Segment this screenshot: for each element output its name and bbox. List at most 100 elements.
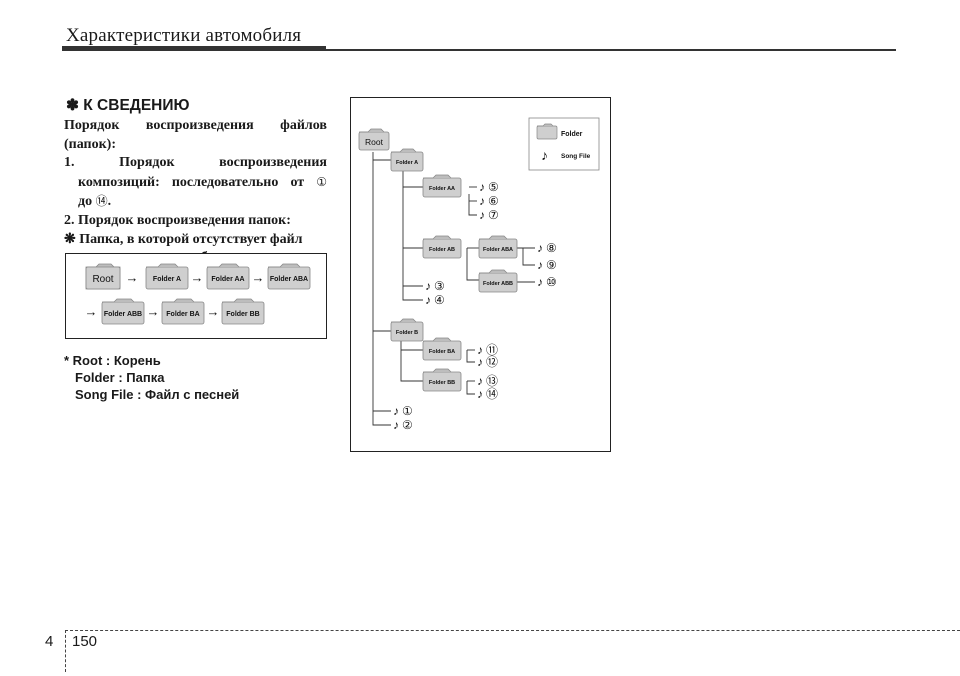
order-folder-aba: Folder ABA <box>267 263 311 290</box>
song-number-6: ⑥ <box>488 194 499 208</box>
song-number-7: ⑦ <box>488 208 499 222</box>
tree-folder-abb: Folder ABB <box>478 269 518 293</box>
tree-label-root: Root <box>365 137 384 147</box>
order-folder-bb: Folder BB <box>221 298 265 325</box>
item1-line-1: 1. Порядок воспроизведения <box>64 155 327 171</box>
tree-folder-aa: Folder AA <box>422 174 462 198</box>
folder-order-svg: Root → Folder A → Folder AA → Folder ABA… <box>85 263 311 325</box>
song-number-5: ⑤ <box>488 180 499 194</box>
intro-line-1: Порядок воспроизведения файлов <box>64 118 327 133</box>
song-number-11: ⑪ <box>486 343 498 357</box>
song-number-2: ② <box>402 418 413 432</box>
tree-folder-root: Root <box>358 128 390 151</box>
song-number-10: ⑩ <box>546 275 557 289</box>
song-note-12: ♪ <box>477 355 483 369</box>
legend-notes: * Root : Корень Folder : Папка Song File… <box>64 352 239 403</box>
song-note-9: ♪ <box>537 258 543 272</box>
song-note-4: ♪ <box>425 293 431 307</box>
folder-icon <box>536 123 558 140</box>
note-body: Порядок воспроизведения файлов (папок): … <box>64 117 327 268</box>
order-folder-ba: Folder BA <box>161 298 205 325</box>
page-header-title: Характеристики автомобиля <box>66 25 302 46</box>
tree-label-folder-bb: Folder BB <box>429 380 455 386</box>
tree-legend-folder: Folder <box>561 131 583 138</box>
legend-root-note: * Root : Корень <box>64 353 161 368</box>
folder-tree-svg: Folder ♪ Song File <box>358 117 600 432</box>
order-arrow-5: → <box>147 304 160 319</box>
song-number-14: ⑭ <box>486 387 498 401</box>
tree-folder-ba: Folder BA <box>422 337 462 361</box>
order-label-folder-aba: Folder ABA <box>270 276 308 283</box>
folder-order-diagram: Root → Folder A → Folder AA → Folder ABA… <box>65 253 327 339</box>
tree-label-folder-a: Folder A <box>396 160 418 166</box>
song-note-13: ♪ <box>477 374 483 388</box>
order-label-folder-bb: Folder BB <box>226 311 259 318</box>
order-arrow-1: → <box>126 270 139 285</box>
song-note-6: ♪ <box>479 194 485 208</box>
tree-connectors <box>372 152 535 426</box>
song-number-4: ④ <box>434 293 445 307</box>
item1-line-3-text: до <box>78 194 93 210</box>
order-label-folder-ba: Folder BA <box>166 311 199 318</box>
tree-label-folder-abb: Folder ABB <box>483 281 513 287</box>
song-note-7: ♪ <box>479 208 485 222</box>
order-arrow-3: → <box>252 270 265 285</box>
remark-line-1: ❋ Папка, в которой отсутствует файл <box>64 231 303 247</box>
song-note-14: ♪ <box>477 387 483 401</box>
footer-section-number: 4 <box>45 633 54 650</box>
header-rule-thick <box>62 46 326 51</box>
song-number-9: ⑨ <box>546 258 557 272</box>
footer-rule <box>65 630 960 631</box>
song-note-10: ♪ <box>537 275 543 289</box>
order-arrow-2: → <box>191 270 204 285</box>
item1-line-2-text: композиций: последовательно от <box>78 174 305 190</box>
order-label-root: Root <box>92 274 113 285</box>
tree-legend-song: Song File <box>561 153 591 160</box>
tree-folder-b: Folder B <box>390 318 424 342</box>
footer-divider <box>65 630 66 672</box>
tree-label-folder-aba: Folder ABA <box>483 247 513 253</box>
order-label-folder-aa: Folder AA <box>211 276 244 283</box>
order-folder-aa: Folder AA <box>206 263 250 290</box>
header-rule-thin <box>326 49 896 51</box>
order-arrow-4: → <box>85 304 98 319</box>
song-number-1: ① <box>402 404 413 418</box>
tree-label-folder-b: Folder B <box>396 330 418 336</box>
song-note-8: ♪ <box>537 241 543 255</box>
song-note-1: ♪ <box>393 404 399 418</box>
tree-folder-a: Folder A <box>390 148 424 172</box>
legend-folder-note: Folder : Папка <box>75 370 165 385</box>
song-number-8: ⑧ <box>546 241 557 255</box>
tree-label-folder-ba: Folder BA <box>429 349 455 355</box>
footer-page-number: 150 <box>72 633 98 650</box>
legend-song-note: Song File : Файл с песней <box>75 387 240 402</box>
item1-line-2: композиций: последовательно от ① <box>64 173 327 193</box>
order-folder-root: Root <box>85 263 121 290</box>
folder-tree-diagram: Folder ♪ Song File <box>350 97 611 452</box>
order-label-folder-abb: Folder ABB <box>104 311 142 318</box>
song-number-3: ③ <box>434 279 445 293</box>
song-number-12: ⑫ <box>486 355 498 369</box>
item1-line-3: до ⑭. <box>64 192 327 212</box>
song-note-3: ♪ <box>425 279 431 293</box>
song-number-13: ⑬ <box>486 374 498 388</box>
order-folder-a: Folder A <box>145 263 189 290</box>
tree-folder-bb: Folder BB <box>422 368 462 392</box>
item2-line: 2. Порядок воспроизведения папок: <box>64 212 291 228</box>
order-arrow-6: → <box>207 304 220 319</box>
song-number-to: ⑭ <box>95 194 108 209</box>
tree-folder-ab: Folder AB <box>422 235 462 259</box>
tree-label-folder-aa: Folder AA <box>429 186 455 192</box>
order-label-folder-a: Folder A <box>153 276 181 283</box>
tree-folder-aba: Folder ABA <box>478 235 518 259</box>
intro-line-2: (папок): <box>64 136 117 152</box>
song-note-11: ♪ <box>477 343 483 357</box>
song-number-from: ① <box>316 174 328 189</box>
tree-label-folder-ab: Folder AB <box>429 247 455 253</box>
order-folder-abb: Folder ABB <box>101 298 145 325</box>
item1-line-3-end: . <box>107 194 112 210</box>
song-note-2: ♪ <box>393 418 399 432</box>
note-heading: ✽ К СВЕДЕНИЮ <box>66 97 190 114</box>
song-note-5: ♪ <box>479 180 485 194</box>
music-note-icon: ♪ <box>541 147 548 163</box>
